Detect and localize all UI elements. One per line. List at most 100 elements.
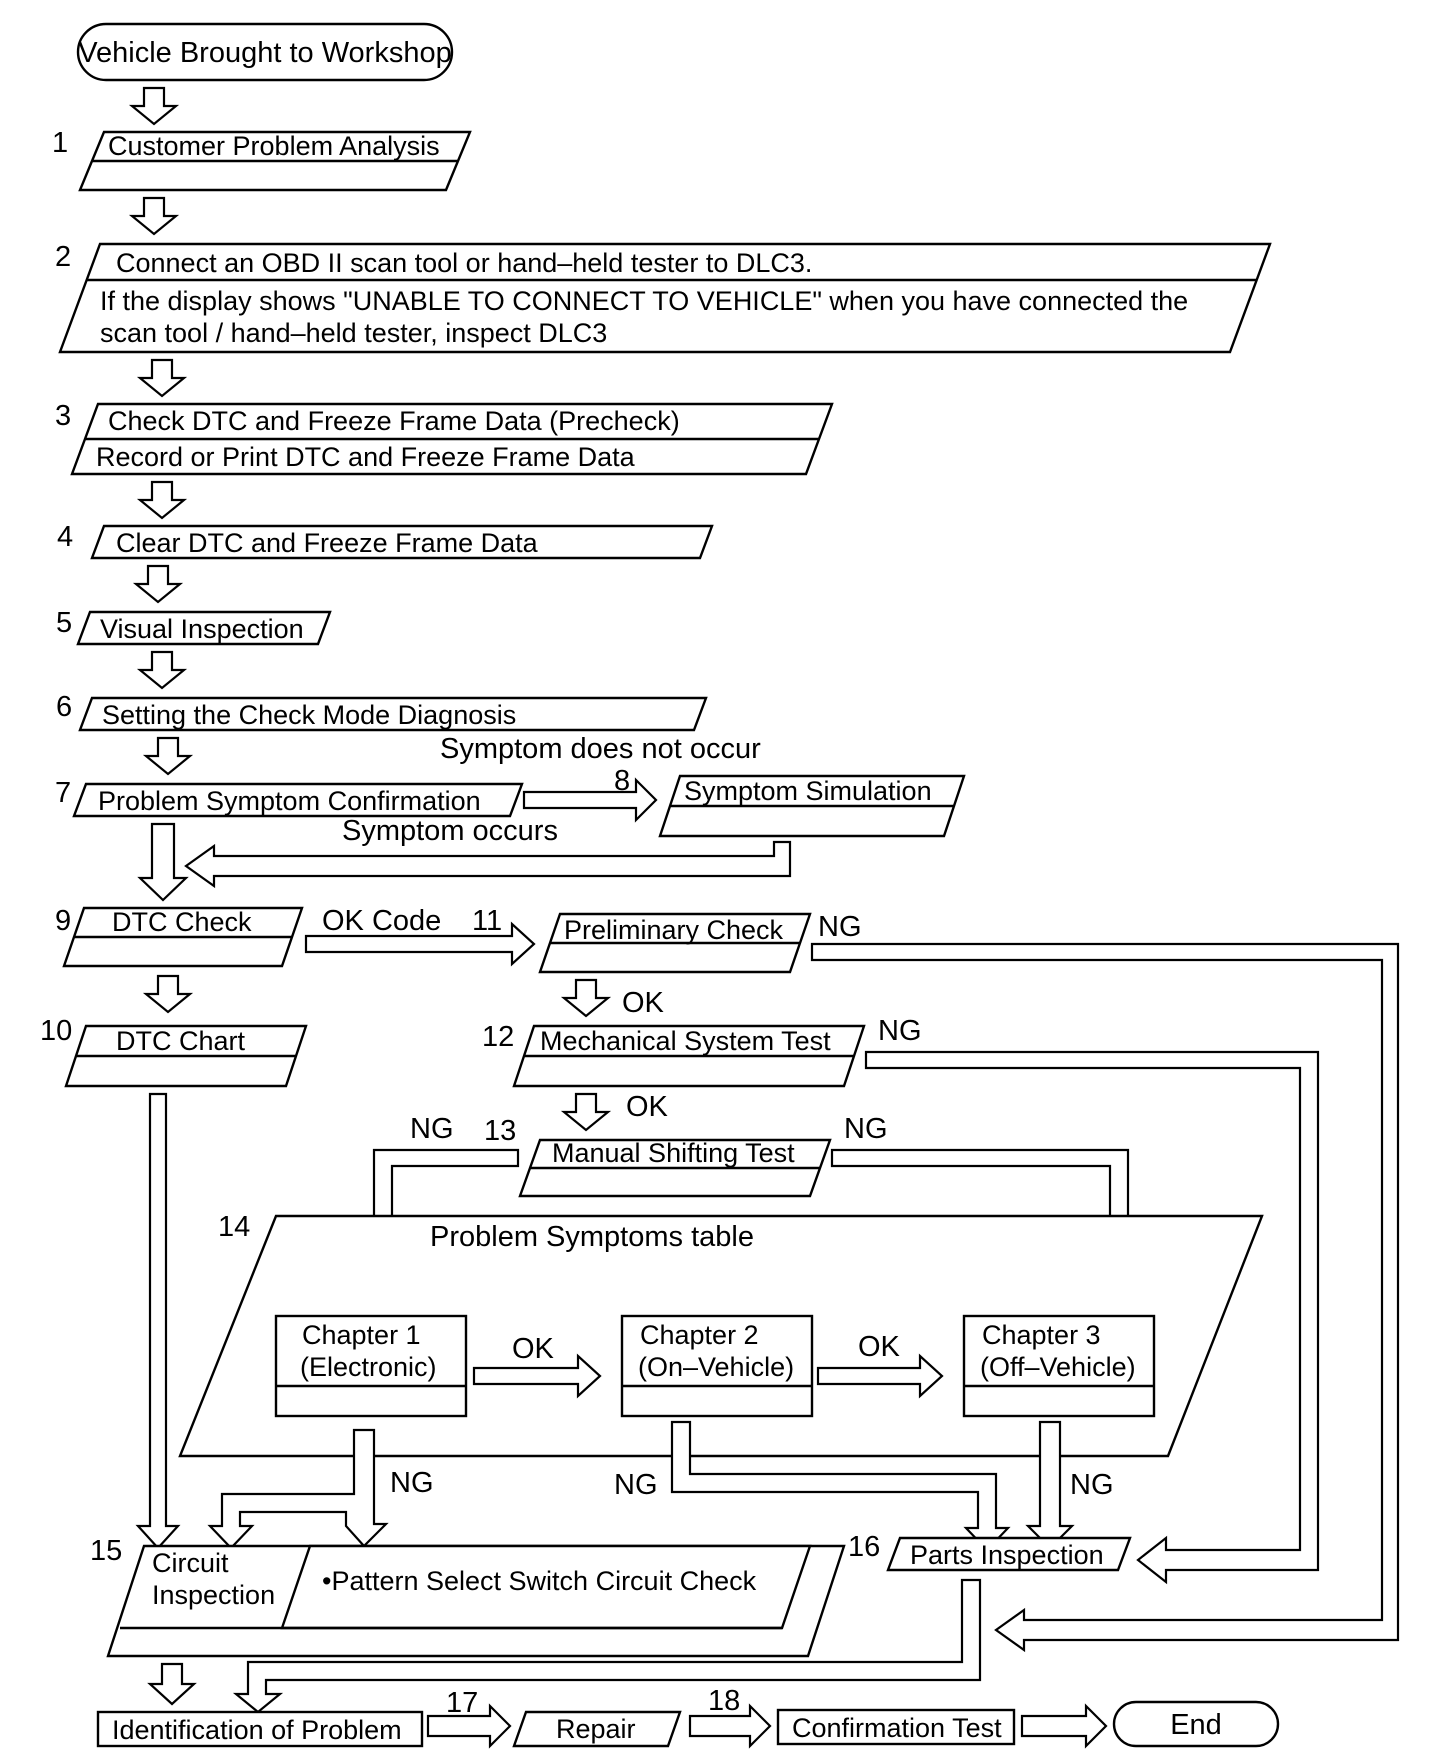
chapter-1-box [274,1314,468,1418]
step-13-ng-right-label: NG [844,1113,888,1145]
step-3-line2: Record or Print DTC and Freeze Frame Dat… [96,442,636,472]
step-7-box [72,782,524,818]
step-12-label: Mechanical System Test [540,1026,831,1056]
arrow-3-4 [136,480,188,520]
step-10-label: DTC Chart [116,1026,246,1056]
step-12-number: 12 [482,1021,514,1053]
ok-code-label: OK Code [322,905,441,937]
arrow-12-13 [560,1092,612,1132]
arrow-11-ng [810,942,1400,1653]
arrow-9-10 [142,974,194,1014]
arrow-10-15 [135,1092,181,1550]
arrow-15-identification [147,1662,197,1706]
arrow-6-7 [142,736,194,776]
step-2-box [58,242,1272,354]
step-14-number: 14 [218,1211,250,1243]
chapter-1-line1: Chapter 1 [302,1320,421,1350]
step-3-line1: Check DTC and Freeze Frame Data (Prechec… [108,406,680,436]
step-6-number: 6 [56,691,72,723]
confirmation-test-label: Confirmation Test [792,1713,1002,1743]
arrow-16-identification [232,1578,982,1714]
step-15-detail: •Pattern Select Switch Circuit Check [322,1566,757,1596]
arrow-ch1-ng [207,1428,389,1550]
symptom-occurs-label: Symptom occurs [342,815,558,847]
end-terminal [1112,1700,1280,1748]
step-3-number: 3 [55,400,71,432]
arrow-id-17 [426,1703,512,1749]
chapter-3-ng-label: NG [1070,1469,1114,1501]
step-13-label: Manual Shifting Test [552,1138,795,1168]
step-7-label: Problem Symptom Confirmation [98,786,481,816]
chapter-3-box [962,1314,1156,1418]
chapter-3-line1: Chapter 3 [982,1320,1101,1350]
arrow-ch1-ch2 [472,1353,602,1399]
step-5-number: 5 [56,607,72,639]
arrow-12-ng [864,1050,1320,1585]
step-6-box [78,696,708,732]
chapter-2-box [620,1314,814,1418]
confirmation-test-box [776,1708,1016,1746]
arrow-17-18 [688,1703,772,1749]
step-15-number: 15 [90,1535,122,1567]
step-2-line2: If the display shows "UNABLE TO CONNECT … [100,286,1188,316]
step-8-label: Symptom Simulation [684,776,932,806]
chapter-2-ng-label: NG [614,1469,658,1501]
step-9-label: DTC Check [112,907,252,937]
arrow-ch2-ch3 [816,1353,944,1399]
symptom-not-occur-label: Symptom does not occur [440,733,761,765]
arrow-18-end [1020,1703,1108,1749]
step-6-label: Setting the Check Mode Diagnosis [102,700,516,730]
step-5-box [76,610,332,646]
step-11-ng-label: NG [818,911,862,943]
step-4-number: 4 [57,521,73,553]
end-label: End [1170,1709,1222,1741]
identification-label: Identification of Problem [112,1715,402,1745]
arrow-9-11 [304,921,536,967]
step-11-ok-label: OK [622,987,665,1019]
arrow-11-12 [560,978,612,1018]
arrow-8-return [184,840,792,889]
arrow-start-1 [128,86,180,126]
chapter-2-line1: Chapter 2 [640,1320,759,1350]
step-12-ng-label: NG [878,1015,922,1047]
step-16-label: Parts Inspection [910,1540,1104,1570]
repair-label: Repair [556,1714,636,1744]
arrow-7-8 [522,777,658,823]
step-10-number: 10 [40,1015,72,1047]
step-13-number: 13 [484,1115,516,1147]
step-16-box [886,1536,1132,1572]
chapter-1-ng-label: NG [390,1467,434,1499]
identification-box [96,1710,424,1748]
arrow-5-6 [136,650,188,690]
chapter-2-line2: (On–Vehicle) [638,1352,794,1382]
step-13-ng-left-label: NG [410,1113,454,1145]
step-4-label: Clear DTC and Freeze Frame Data [116,528,539,558]
chapter-2-ok-label: OK [858,1331,901,1363]
repair-box [512,1710,682,1748]
chapter-1-line2: (Electronic) [300,1352,437,1382]
step-1-label: Customer Problem Analysis [108,131,440,161]
start-terminal [76,22,454,82]
step-4-box [90,524,714,560]
chapter-3-line2: (Off–Vehicle) [980,1352,1136,1382]
step-11-number: 11 [472,905,502,937]
step-12-ok-label: OK [626,1091,669,1123]
step-1-number: 1 [52,127,68,159]
step-2-number: 2 [55,241,71,273]
arrow-4-5 [132,564,184,604]
step-5-label: Visual Inspection [100,614,304,644]
step-2-line1: Connect an OBD II scan tool or hand–held… [116,248,812,278]
step-16-number: 16 [848,1531,880,1563]
step-8-number: 8 [614,765,630,797]
start-label: Vehicle Brought to Workshop [78,37,451,69]
step-15-line2: Inspection [152,1580,275,1610]
step-17-number: 17 [446,1687,478,1719]
step-11-label: Preliminary Check [564,915,784,945]
step-15-line1: Circuit [152,1548,229,1578]
arrow-2-3 [136,358,188,398]
step-9-number: 9 [55,905,71,937]
arrow-7-9 [137,822,189,902]
step-14-label: Problem Symptoms table [430,1221,754,1253]
arrow-1-2 [128,196,180,236]
